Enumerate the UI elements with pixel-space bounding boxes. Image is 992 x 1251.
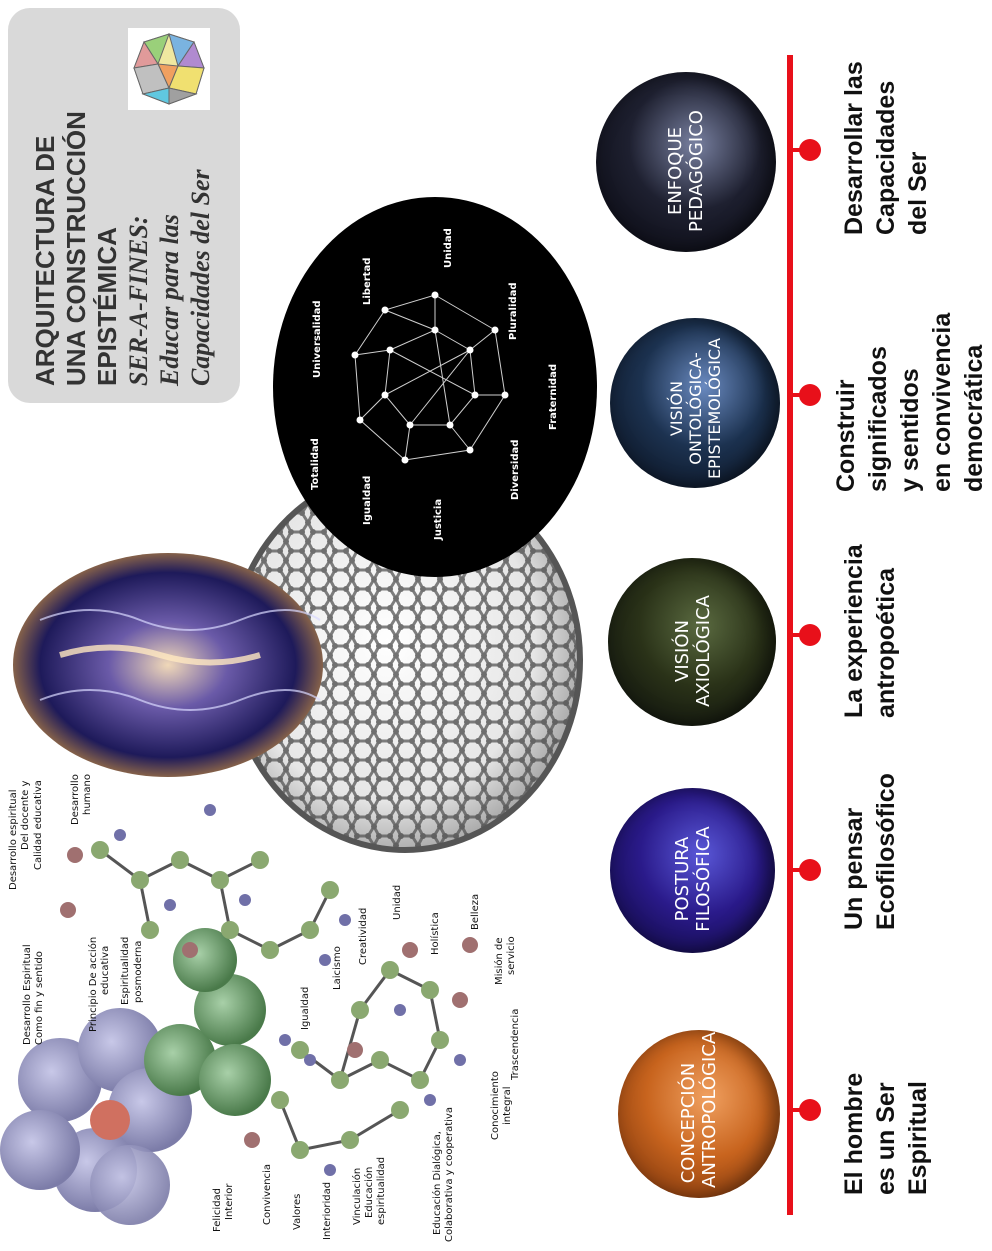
value-label-pluralidad: Pluralidad <box>508 282 519 340</box>
molecule-label: Principio De acción <box>88 936 99 1032</box>
molecule-label: Felicidad <box>212 1187 223 1232</box>
value-label-unidad: Unidad <box>443 228 454 268</box>
molecule-label: Conocimiento <box>490 1071 501 1140</box>
molecule-label: Educación Dialógica, <box>432 1131 443 1235</box>
timeline <box>787 55 821 1215</box>
molecule-label: integral <box>502 1086 513 1125</box>
molecule-label: Interior <box>224 1183 235 1220</box>
lavender-atom-cluster <box>0 1008 192 1225</box>
molecule-label: Vinculación <box>352 1167 363 1225</box>
molecule-label: Desarrollo Espiritual <box>22 944 33 1045</box>
values-circle <box>273 197 597 577</box>
value-label-igualdad: Igualdad <box>362 475 373 525</box>
title-box: ARQUITECTURA DE UNA CONSTRUCCIÓN EPISTÉM… <box>8 8 240 403</box>
molecule-label: Desarrollo espiritual <box>8 789 19 890</box>
molecule-label: Igualdad <box>300 986 311 1030</box>
molecule-label: Desarrollo <box>70 774 81 825</box>
value-label-justicia: Justicia <box>433 498 444 540</box>
molecule-label: Trascendencia <box>510 1008 521 1080</box>
molecule-label: Espiritualidad <box>120 936 131 1005</box>
green-atom-cluster <box>144 928 271 1116</box>
value-label-fraternidad: Fraternidad <box>548 364 559 430</box>
value-label-libertad: Libertad <box>362 257 373 305</box>
human-dna-circle <box>13 553 323 777</box>
molecule-label: Convivencia <box>262 1164 273 1225</box>
fullerene-sphere <box>227 467 583 853</box>
molecule-label: Valores <box>292 1193 303 1230</box>
value-label-universalidad: Universalidad <box>312 300 323 378</box>
molecule-label: Como fin y sentido <box>34 951 45 1045</box>
molecule-label: espiritualidad <box>376 1156 387 1225</box>
molecule-label: posmoderna <box>133 940 144 1003</box>
molecule-label: Calidad educativa <box>33 780 44 870</box>
value-label-totalidad: Totalidad <box>310 438 321 490</box>
molecule-label: servicio <box>506 936 517 975</box>
value-label-diversidad: Diversidad <box>510 439 521 500</box>
logo-polyhedron-icon <box>128 28 210 110</box>
molecule-label: Belleza <box>470 893 481 930</box>
atoms <box>60 804 478 1176</box>
molecule-label: humano <box>82 773 93 815</box>
molecule-label: Educación <box>364 1166 375 1218</box>
molecule-label: Colaborativa y cooperativa <box>444 1107 455 1242</box>
molecule-label: Holística <box>430 912 441 955</box>
molecule-label: educativa <box>100 945 111 995</box>
molecule-label: Interioridad <box>322 1181 333 1240</box>
molecule-label: Del docente y <box>20 780 31 850</box>
molecule-label: Laicismo <box>332 946 343 990</box>
molecule-label: Misión de <box>494 937 505 985</box>
molecule-label: Unidad <box>392 884 403 920</box>
molecule-cluster <box>0 804 478 1225</box>
molecule-label: Creatividad <box>358 907 369 965</box>
